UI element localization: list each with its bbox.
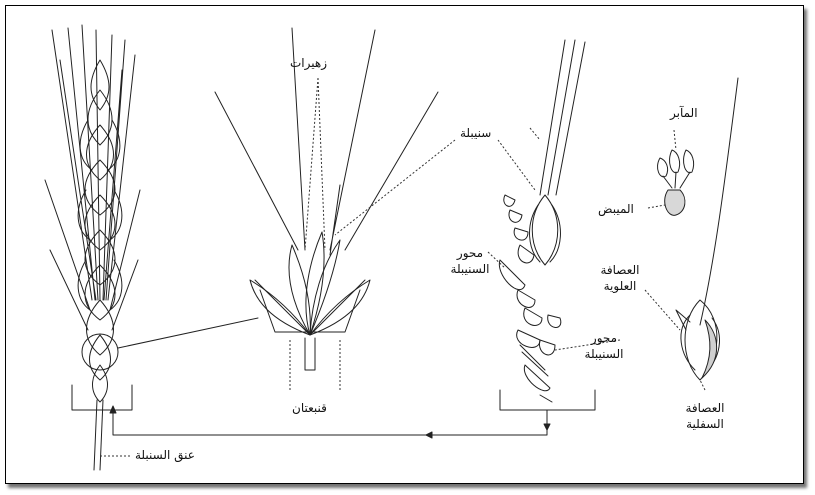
- label-ovary: الميبض: [598, 201, 634, 217]
- label-rachilla-2-line1: محور: [578, 330, 630, 346]
- label-rachilla-1-line2: السنيبلة: [445, 261, 495, 277]
- label-glumes: قنبعتان: [292, 400, 327, 416]
- anthers-ovary-drawing: [658, 150, 694, 215]
- label-spike-neck: عنق السنبلة: [135, 447, 195, 463]
- wheat-spike-drawing: [45, 25, 258, 470]
- glumes-drawing: [215, 28, 438, 370]
- label-florets: زهيرات: [290, 55, 327, 71]
- label-palea: العصافة العلوية: [590, 262, 650, 294]
- lemma-shading: [702, 320, 717, 378]
- label-rachilla-1-line1: محور: [445, 245, 495, 261]
- label-rachilla-2: محور السنيبلة: [578, 330, 630, 362]
- label-lemma-line2: السفلية: [675, 416, 735, 432]
- label-rachilla-2-line2: السنيبلة: [578, 346, 630, 362]
- connector-arrows: [110, 406, 550, 438]
- label-anthers: المآبر: [670, 105, 698, 121]
- floret-drawing: [676, 78, 738, 380]
- label-palea-line2: العلوية: [590, 278, 650, 294]
- label-lemma: العصافة السفلية: [675, 400, 735, 432]
- label-spikelet: سنيبلة: [460, 125, 491, 141]
- label-rachilla-1: محور السنيبلة: [445, 245, 495, 277]
- label-palea-line1: العصافة: [590, 262, 650, 278]
- label-lemma-line1: العصافة: [675, 400, 735, 416]
